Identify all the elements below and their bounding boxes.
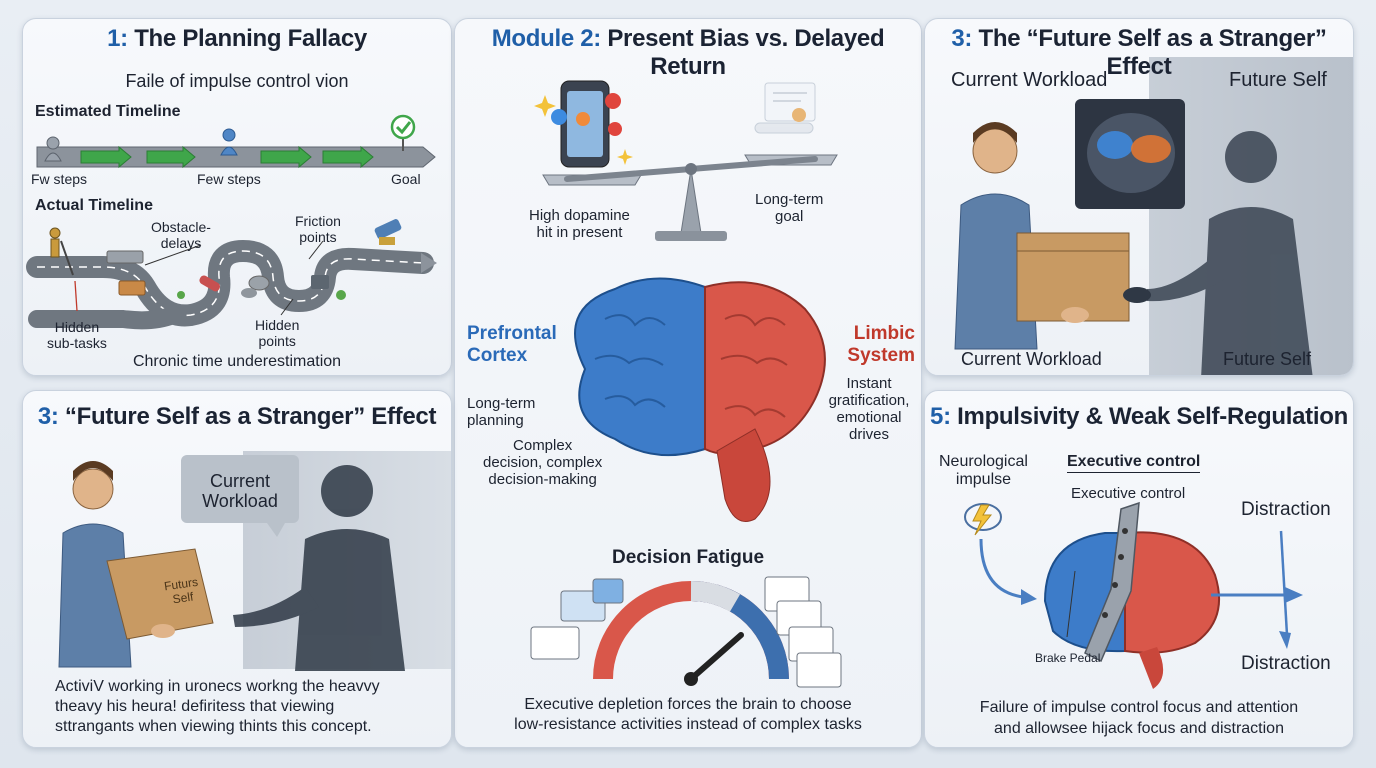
pawn-icon	[44, 136, 62, 162]
friction-points-label: Friction points	[295, 213, 341, 245]
winding-road	[26, 239, 434, 327]
current-workload-label-bottom: Current Workload	[961, 349, 1102, 369]
speech-bubble	[181, 455, 299, 537]
future-self-shadow	[233, 465, 405, 671]
future-self-label-bottom: Future Self	[1223, 349, 1312, 369]
long-term-goal-label: Long-term goal	[755, 191, 824, 225]
current-workload-bubble-text: Current Workload	[202, 471, 278, 511]
balance-scale	[542, 154, 838, 241]
telescope-icon	[374, 219, 402, 245]
panel-title: 3: “Future Self as a Stranger” Effect	[37, 403, 437, 430]
smartphone-icon	[534, 80, 633, 168]
panel-title: 1: The Planning Fallacy	[107, 25, 367, 52]
estimated-timeline-arrow	[26, 114, 437, 330]
impulse-arrow	[979, 538, 1024, 599]
brain-scan-image	[1075, 99, 1185, 209]
box-label: Futurs Self	[163, 574, 199, 607]
man-holding-box	[58, 461, 214, 668]
executive-control-label: Executive control	[1071, 485, 1186, 502]
limbic-system-label: Limbic System	[847, 323, 915, 366]
pfc-desc-decision: Complex decision, complex decision-makin…	[483, 437, 603, 488]
estimated-timeline-label: Estimated Timeline	[35, 103, 181, 120]
panel-caption: ActiviV working in uronecs workng the he…	[55, 678, 380, 735]
panel-caption: Chronic time underestimation	[132, 353, 342, 370]
panel-subtitle: Faile of impulse control vion	[125, 71, 349, 91]
panel-title: Module 2: Present Bias vs. Delayed Retur…	[491, 25, 885, 80]
panel-caption: Failure of impulse control focus and att…	[979, 699, 1299, 737]
current-workload-label-top: Current Workload	[951, 69, 1108, 91]
panel-planning-fallacy: 1: The Planning Fallacy Faile of impulse…	[22, 18, 452, 376]
stranger-illustration	[58, 455, 405, 671]
lightning-cloud-icon	[964, 503, 1002, 536]
neurological-impulse-label: Neurological impulse	[939, 453, 1028, 488]
distraction-label-top: Distraction	[1241, 499, 1331, 520]
browser-window-icon	[530, 576, 842, 688]
panel-impulsivity: 5: Impulsivity & Weak Self-Regulation	[924, 390, 1354, 748]
limbic-desc: Instant gratification, emotional drives	[828, 375, 910, 443]
impulsivity-illustration	[964, 501, 1303, 689]
distraction-label-bottom: Distraction	[1241, 653, 1331, 674]
brake-pedal-label: Brake Pedal	[1035, 651, 1101, 665]
step-label: Few steps	[197, 171, 261, 187]
certificate-icon	[754, 82, 816, 134]
fatigue-gauge	[593, 581, 789, 686]
actual-timeline-label: Actual Timeline	[35, 197, 153, 214]
obstacle-delays-label: Obstacle- delays	[151, 219, 211, 251]
obstacle-block	[118, 280, 146, 296]
goal-label: Goal	[391, 171, 421, 187]
hiker-icon	[49, 227, 74, 276]
step-label: Fw steps	[31, 171, 88, 187]
pfc-desc-planning: Long-term planning	[467, 395, 536, 429]
executive-control-label-bold: Executive control	[1067, 453, 1201, 473]
panel-title: 5: Impulsivity & Weak Self-Regulation	[930, 403, 1348, 430]
brain-illustration	[574, 277, 826, 522]
panel-future-self-top: 3: The “Future Self as a Stranger” Effec…	[924, 18, 1354, 376]
man-holding-box	[954, 122, 1151, 350]
future-self-label-top: Future Self	[1229, 69, 1327, 91]
goal-check-icon	[390, 114, 416, 151]
present-bias-illustration	[530, 80, 842, 688]
decision-fatigue-title: Decision Fatigue	[611, 547, 765, 568]
panel-title: 3: The “Future Self as a Stranger” Effec…	[951, 25, 1327, 80]
hidden-points-label: Hidden points	[255, 317, 300, 349]
brake-pedal	[1084, 501, 1140, 663]
panel-future-self-stranger: 3: “Future Self as a Stranger” Effect Cu…	[22, 390, 452, 748]
dopamine-label: High dopamine hit in present	[529, 207, 630, 241]
prefrontal-cortex-label: Prefrontal Cortex	[467, 323, 557, 366]
hidden-subtasks-label: Hidden sub-tasks	[47, 319, 107, 351]
panel-caption: Executive depletion forces the brain to …	[514, 696, 862, 733]
panel-present-bias: Module 2: Present Bias vs. Delayed Retur…	[454, 18, 922, 748]
future-self-illustration	[954, 99, 1313, 375]
pawn-icon	[220, 128, 238, 156]
future-self-shadow	[1147, 131, 1313, 375]
